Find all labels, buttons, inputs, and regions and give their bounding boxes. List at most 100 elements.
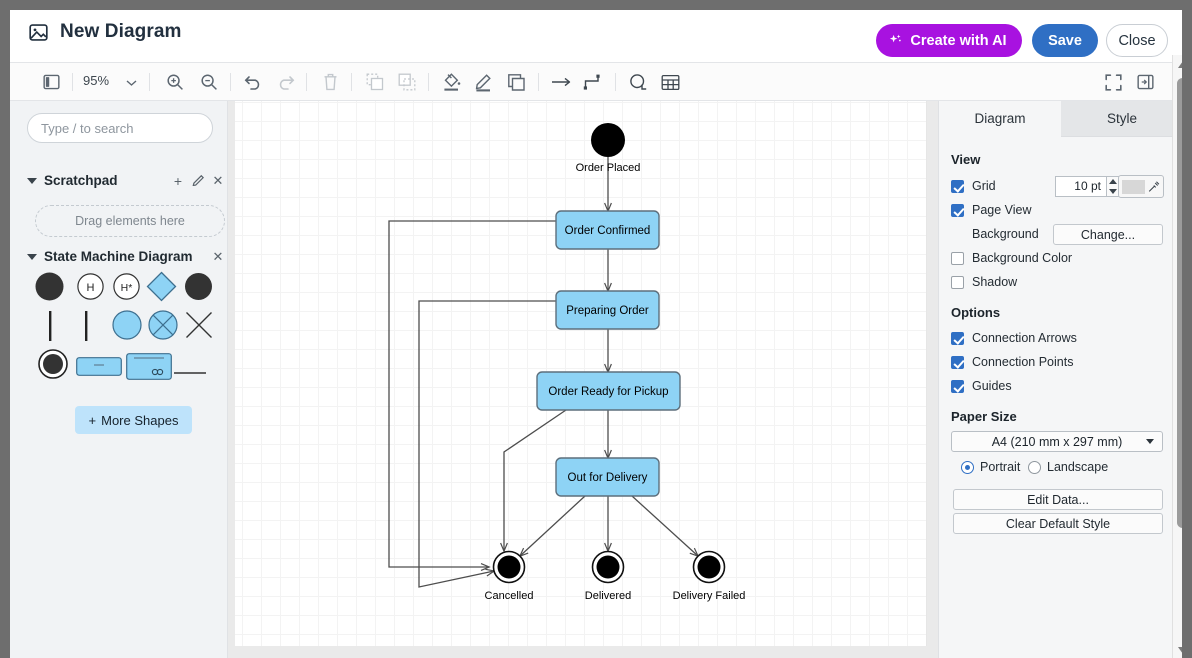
zoom-in-icon[interactable] — [164, 71, 186, 93]
entry-point-shape[interactable] — [184, 272, 213, 306]
node-label-delivered: Delivered — [585, 590, 631, 602]
final-state-shape[interactable] — [38, 349, 68, 384]
redo-icon[interactable] — [274, 71, 296, 93]
more-shapes-button[interactable]: + More Shapes — [75, 406, 192, 434]
toggle-left-panel-icon[interactable] — [40, 71, 62, 93]
node-delivery-failed[interactable]: Delivery Failed — [673, 550, 746, 603]
state-circle-shape[interactable] — [112, 310, 142, 345]
composite-state-shape[interactable] — [126, 353, 172, 385]
node-order-confirmed[interactable]: Order Confirmed — [555, 210, 660, 250]
deep-history-shape[interactable]: H* — [113, 273, 140, 305]
node-preparing-order[interactable]: Preparing Order — [555, 290, 660, 330]
connection-arrows-checkbox[interactable] — [951, 331, 964, 345]
tab-diagram[interactable]: Diagram — [939, 101, 1061, 137]
guides-checkbox[interactable] — [951, 379, 964, 393]
scratchpad-dropzone[interactable]: Drag elements here — [35, 205, 225, 237]
grid-checkbox[interactable] — [951, 179, 964, 193]
scratchpad-edit-icon[interactable] — [190, 173, 206, 189]
fork-bar-shape[interactable] — [48, 311, 53, 346]
toggle-right-panel-icon[interactable] — [1134, 71, 1156, 93]
line-color-icon[interactable] — [472, 71, 495, 93]
join-bar-shape[interactable] — [84, 311, 89, 346]
background-color-checkbox[interactable] — [951, 251, 964, 265]
scratchpad-section-header[interactable]: Scratchpad — [27, 173, 118, 188]
more-shapes-label: More Shapes — [101, 412, 179, 428]
terminate-shape[interactable] — [148, 310, 178, 345]
node-label-order-placed: Order Placed — [576, 162, 641, 174]
search-input[interactable] — [27, 113, 213, 143]
paper-size-select[interactable]: A4 (210 mm x 297 mm) — [951, 431, 1163, 452]
tab-style[interactable]: Style — [1061, 101, 1182, 137]
node-delivered[interactable]: Delivered — [585, 550, 631, 603]
page-view-checkbox[interactable] — [951, 203, 964, 217]
decision-shape[interactable] — [146, 271, 177, 307]
connection-arrow-icon[interactable] — [550, 71, 572, 93]
to-front-icon[interactable] — [364, 71, 386, 93]
scroll-down-arrow-icon[interactable] — [1178, 647, 1182, 654]
waypoints-icon[interactable] — [582, 71, 604, 93]
shape-library-close-icon[interactable]: ✕ — [212, 249, 224, 264]
background-color-checkbox-row[interactable]: Background Color — [951, 251, 1072, 265]
undo-icon[interactable] — [242, 71, 264, 93]
background-change-button[interactable]: Change... — [1053, 224, 1163, 245]
landscape-radio[interactable] — [1028, 460, 1041, 474]
node-order-placed[interactable]: Order Placed — [576, 123, 641, 174]
stepper-down-icon[interactable] — [1109, 188, 1117, 194]
node-cancelled[interactable]: Cancelled — [485, 550, 534, 603]
shadow-icon[interactable] — [505, 71, 527, 93]
save-button[interactable]: Save — [1032, 24, 1098, 57]
background-color-label: Background Color — [972, 251, 1073, 265]
scrollbar-thumb[interactable] — [1177, 78, 1182, 528]
grid-color-picker[interactable] — [1118, 175, 1164, 198]
connection-points-checkbox-row[interactable]: Connection Points — [951, 355, 1073, 369]
grid-size-input[interactable]: 10 pt — [1055, 176, 1107, 197]
diagram-nodes[interactable]: Order Placed Order Confirmed Preparing O… — [485, 123, 746, 602]
clear-default-style-button[interactable]: Clear Default Style — [953, 513, 1163, 534]
node-label-preparing-order: Preparing Order — [566, 305, 649, 317]
shape-palette: H H* — [34, 271, 224, 388]
connection-points-label: Connection Points — [972, 355, 1074, 369]
node-out-for-delivery[interactable]: Out for Delivery — [555, 457, 660, 497]
close-button[interactable]: Close — [1106, 24, 1168, 57]
simple-state-shape[interactable] — [76, 357, 122, 381]
window-vertical-scrollbar[interactable] — [1172, 55, 1182, 658]
insert-table-icon[interactable] — [659, 71, 681, 93]
grid-checkbox-row[interactable]: Grid — [951, 179, 996, 193]
guides-checkbox-row[interactable]: Guides — [951, 379, 1012, 393]
scratchpad-close-icon[interactable]: ✕ — [212, 173, 224, 188]
paper-size-group-title: Paper Size — [951, 409, 1017, 424]
create-with-ai-button[interactable]: Create with AI — [876, 24, 1022, 57]
zoom-level-label[interactable]: 95% — [83, 73, 110, 88]
connection-points-checkbox[interactable] — [951, 355, 964, 369]
chevron-down-icon[interactable] — [126, 74, 137, 92]
background-label: Background — [972, 227, 1039, 241]
insert-shape-icon[interactable] — [627, 71, 649, 93]
diagram-editor-window: New Diagram Create with AI Save Close 95… — [10, 10, 1182, 658]
delete-icon[interactable] — [319, 71, 341, 93]
fullscreen-icon[interactable] — [1102, 71, 1124, 93]
node-order-ready-for-pickup[interactable]: Order Ready for Pickup — [536, 371, 681, 411]
transition-line-shape[interactable] — [174, 362, 206, 380]
connection-arrows-label: Connection Arrows — [972, 331, 1077, 345]
scratchpad-add-button[interactable]: + — [173, 173, 183, 189]
shallow-history-shape[interactable]: H — [77, 273, 104, 305]
shadow-checkbox[interactable] — [951, 275, 964, 289]
fill-color-icon[interactable] — [440, 71, 463, 93]
shadow-checkbox-row[interactable]: Shadow — [951, 275, 1017, 289]
scroll-up-arrow-icon[interactable] — [1178, 61, 1182, 68]
zoom-out-icon[interactable] — [198, 71, 220, 93]
state-machine-diagram[interactable]: Order Placed Order Confirmed Preparing O… — [228, 101, 938, 658]
initial-state-shape[interactable] — [34, 271, 65, 307]
shape-library-header[interactable]: State Machine Diagram — [27, 249, 193, 264]
edge-confirmed-cancelled — [388, 220, 556, 571]
orientation-portrait-radio-row[interactable]: Portrait — [961, 460, 1020, 474]
page-view-checkbox-row[interactable]: Page View — [951, 203, 1032, 217]
to-back-icon[interactable] — [396, 71, 418, 93]
portrait-radio[interactable] — [961, 460, 974, 474]
stepper-up-icon[interactable] — [1109, 179, 1117, 185]
connection-arrows-checkbox-row[interactable]: Connection Arrows — [951, 331, 1077, 345]
edit-data-button[interactable]: Edit Data... — [953, 489, 1163, 510]
diagram-canvas[interactable]: Order Placed Order Confirmed Preparing O… — [228, 101, 938, 658]
orientation-landscape-radio-row[interactable]: Landscape — [1028, 460, 1108, 474]
destroy-shape[interactable] — [185, 311, 213, 344]
